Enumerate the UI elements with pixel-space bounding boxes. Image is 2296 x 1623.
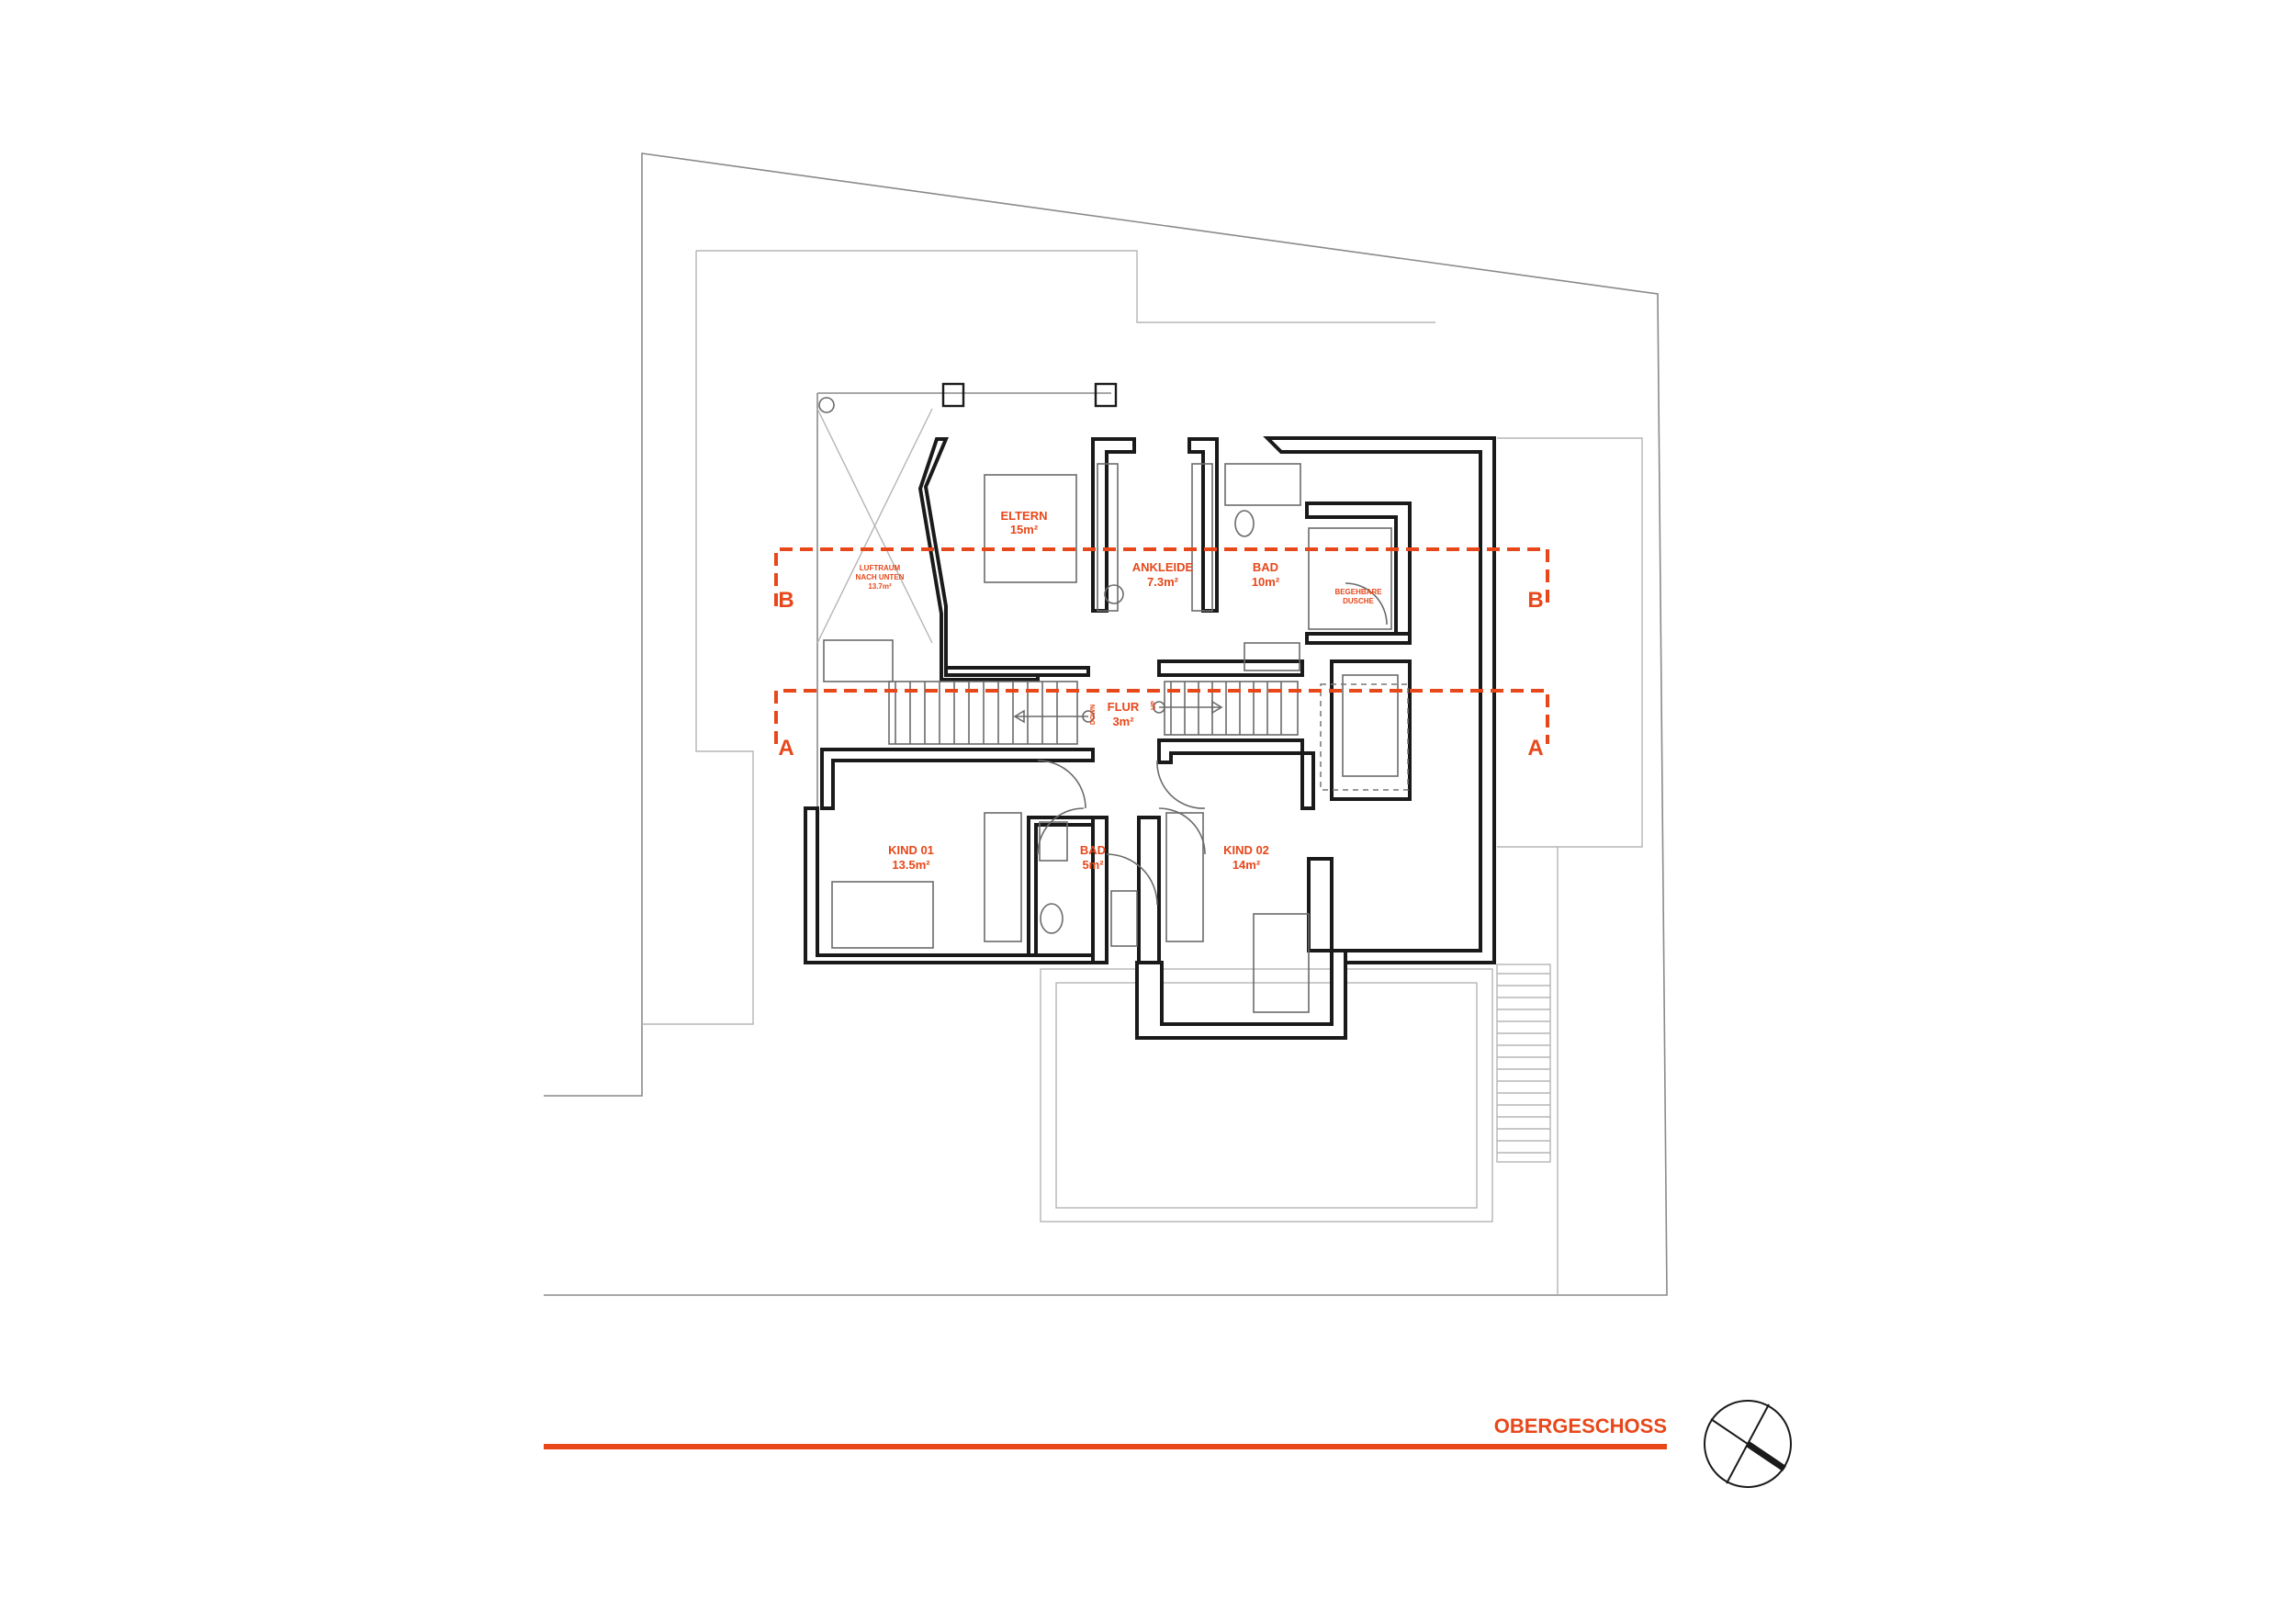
room-kind02-name: KIND 02 [1223,843,1269,857]
section-b-left-label: B [778,588,793,613]
room-eltern-name: ELTERN [1000,509,1047,523]
room-bad-small-name: BAD [1080,843,1106,857]
exterior-walls [804,436,1496,1040]
page-title: OBERGESCHOSS [1494,1414,1667,1437]
section-a-right-label: A [1527,736,1543,761]
luftraum-line2: NACH UNTEN [856,573,905,581]
room-bad-main-name: BAD [1253,560,1278,574]
room-bad-main-area: 10m² [1252,575,1280,589]
stair-down-label: DOWN [1090,704,1097,725]
door-swings [1037,582,1388,906]
exterior-stair [1496,964,1551,1163]
dusche-line2: DUSCHE [1343,597,1374,605]
room-kind01-name: KIND 01 [888,843,934,857]
room-kind01-area: 13.5m² [892,858,930,872]
north-arrow-icon [1704,1400,1792,1488]
room-eltern-area: 15m² [1010,523,1039,536]
luftraum-area: 13.7m² [868,582,892,591]
luftraum-line1: LUFTRAUM [860,564,901,572]
section-line-a [774,689,1549,744]
balcony-railing [816,382,1118,808]
section-a-left-label: A [778,736,793,761]
stair-up-label: UP [1151,701,1157,710]
room-ankleide-area: 7.3m² [1147,575,1179,589]
room-flur-area: 3m² [1112,715,1134,728]
room-ankleide-name: ANKLEIDE [1132,560,1194,574]
site-outline [544,152,1668,1296]
room-bad-small-area: 5m² [1082,858,1104,872]
section-b-right-label: B [1527,588,1543,613]
built-in-wardrobes [984,463,1409,942]
room-flur-name: FLUR [1108,700,1140,714]
room-kind02-area: 14m² [1232,858,1261,872]
dusche-line1: BEGEHBARE [1334,588,1382,596]
furniture [831,463,1392,1013]
section-line-b [774,547,1549,606]
